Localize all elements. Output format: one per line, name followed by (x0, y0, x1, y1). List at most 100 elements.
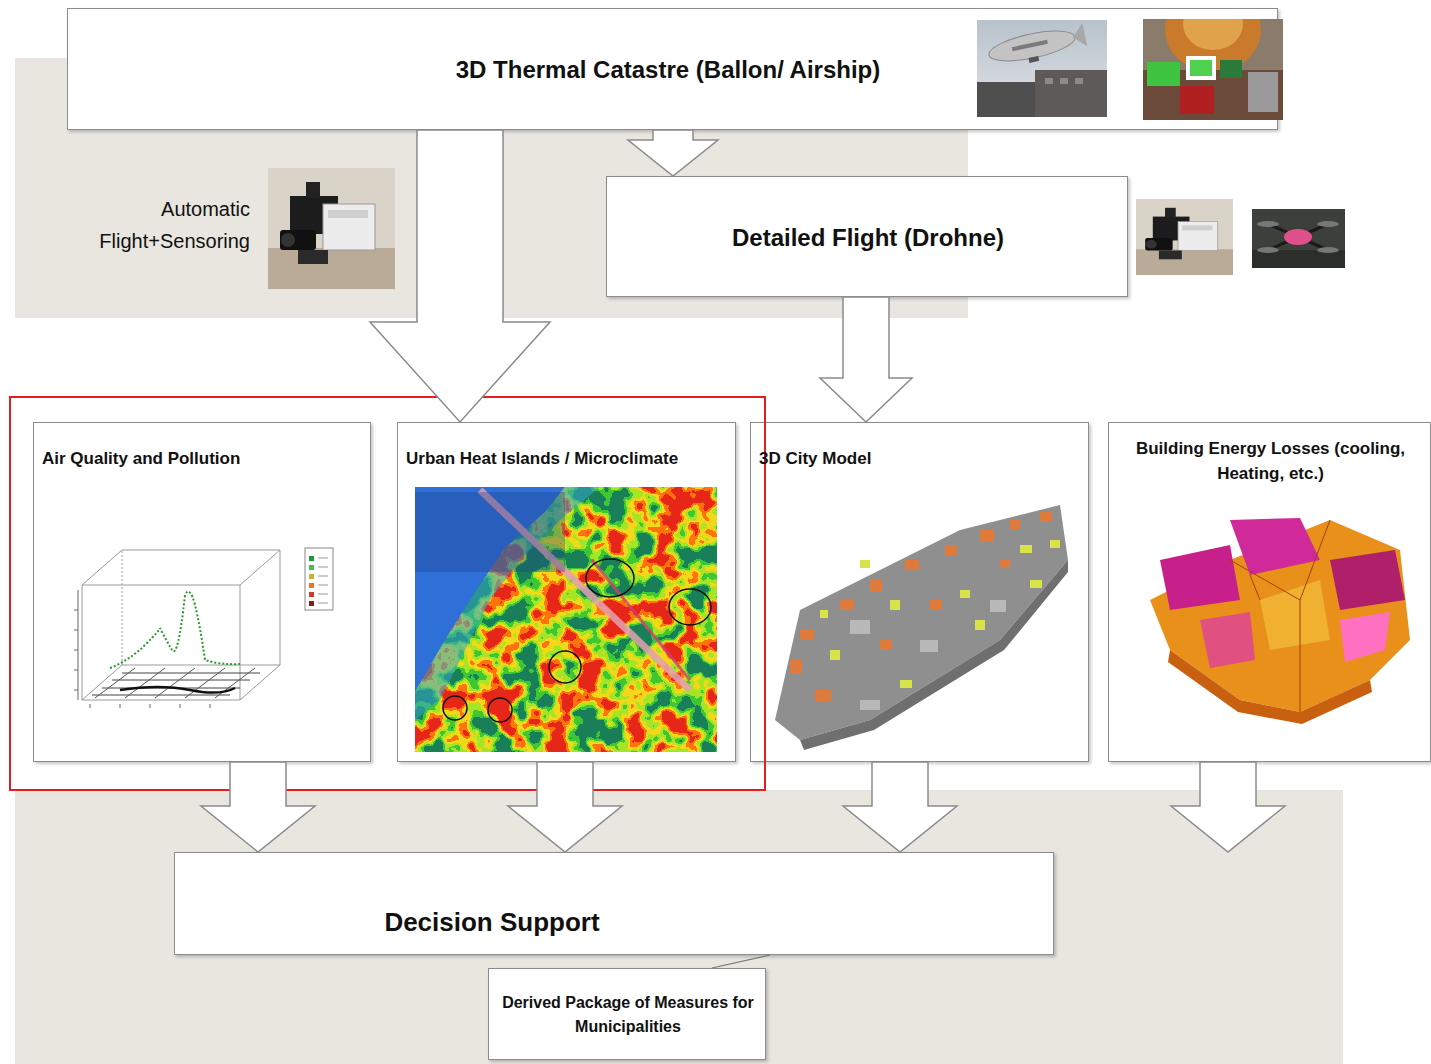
box-text: Air Quality and Pollution (42, 446, 240, 472)
air-quality-chart (305, 548, 333, 610)
energy-model (1150, 518, 1410, 724)
city-model (850, 620, 870, 634)
city-model (890, 600, 900, 610)
city-model (815, 690, 831, 702)
text-area: 3D Thermal Catastre (Ballon/ Airship) (368, 9, 968, 131)
airship-photo (1028, 56, 1039, 63)
city-model (850, 600, 1006, 710)
grey-band (15, 790, 1343, 1064)
energy-model (1230, 518, 1320, 575)
air-quality-chart (110, 592, 240, 668)
chart-legend-swatches (309, 583, 314, 588)
drone-photo (1268, 224, 1328, 250)
energy-model (1230, 520, 1330, 712)
air-quality-chart (120, 687, 235, 693)
camera-photo (1136, 199, 1233, 275)
energy-model (1330, 550, 1405, 610)
air-quality-chart (92, 673, 260, 695)
box-text: 3D Thermal Catastre (Ballon/ Airship) (456, 52, 881, 88)
airship-photo (1012, 40, 1048, 51)
air-quality-chart (95, 668, 255, 698)
text-area: Decision Support (175, 897, 809, 947)
box-text: 3D City Model (759, 446, 871, 472)
city-model (870, 580, 882, 592)
city-model (790, 660, 802, 674)
heat-map (443, 696, 467, 720)
energy-model (1260, 580, 1330, 650)
city-model (880, 640, 892, 650)
drone-photo (1268, 224, 1328, 250)
heat-map (549, 651, 581, 683)
chart-legend-swatches (309, 556, 328, 606)
balloon-photo (1186, 56, 1216, 80)
drone-photo (1257, 221, 1279, 227)
text-area: 3D City Model (751, 429, 1090, 489)
box-text: Building Energy Losses (cooling, Heating… (1117, 436, 1424, 487)
city-model (775, 505, 1068, 750)
city-model (860, 560, 870, 568)
side-label: Automatic Flight+Sensoring (58, 193, 250, 257)
drone-photo (1252, 209, 1345, 268)
city-model (920, 640, 938, 652)
energy-model (1160, 545, 1240, 610)
process-box: Detailed Flight (Drohne) (606, 176, 1128, 297)
text-area: Urban Heat Islands / Microclimate (398, 429, 737, 489)
city-model (905, 560, 919, 570)
city-model (820, 540, 1060, 688)
air-quality-chart (122, 550, 123, 665)
box-text: Derived Package of Measures for Municipa… (497, 991, 759, 1039)
connector-line (712, 955, 770, 968)
airship-photo (1035, 70, 1107, 117)
highlight-frame (10, 397, 765, 790)
airship-photo (1045, 78, 1053, 84)
city-model (840, 600, 854, 610)
airship-photo (986, 23, 1088, 71)
air-quality-chart (240, 585, 241, 700)
air-quality-chart (82, 665, 280, 700)
city-model (860, 700, 880, 710)
text-area: Derived Package of Measures for Municipa… (489, 969, 767, 1061)
camera-photo (268, 168, 395, 289)
chart-legend-swatches (309, 592, 314, 597)
decision-box: Decision Support (174, 852, 1054, 955)
air-quality-chart (82, 550, 280, 585)
drone-photo (1317, 247, 1339, 253)
city-model (1030, 580, 1042, 588)
heat-map (488, 698, 512, 722)
text-area: Air Quality and Pollution (34, 429, 372, 489)
air-quality-chart (280, 550, 281, 665)
city-model (990, 600, 1006, 612)
city-model (945, 545, 957, 555)
city-model (980, 530, 994, 542)
air-quality-chart (74, 548, 333, 708)
balloon-photo (1147, 62, 1180, 86)
balloon-photo (1143, 19, 1283, 120)
air-quality-chart (82, 585, 83, 700)
block-arrow (628, 130, 718, 176)
heat-map (586, 559, 634, 597)
airship-photo (977, 20, 1107, 117)
city-model (1000, 560, 1010, 568)
balloon-photo (1183, 19, 1243, 50)
city-model (1040, 512, 1052, 522)
city-model (1020, 545, 1032, 553)
airship-photo (1075, 78, 1083, 84)
air-quality-chart (74, 590, 78, 700)
city-model (930, 600, 942, 610)
chart-legend-swatches (318, 558, 328, 603)
drone-photo (1317, 221, 1339, 227)
chart-legend-swatches (309, 565, 314, 570)
box-text: Decision Support (384, 903, 599, 942)
heat-map (415, 487, 717, 752)
chart-legend-swatches (309, 601, 314, 606)
block-arrow (820, 297, 912, 422)
city-model (960, 590, 970, 598)
balloon-photo (1248, 72, 1278, 112)
text-area: Detailed Flight (Drohne) (607, 177, 1129, 298)
chart-legend-swatches (309, 574, 314, 579)
box-text: Detailed Flight (Drohne) (732, 220, 1004, 256)
drone-photo (1252, 209, 1345, 268)
balloon-photo (1180, 86, 1214, 114)
